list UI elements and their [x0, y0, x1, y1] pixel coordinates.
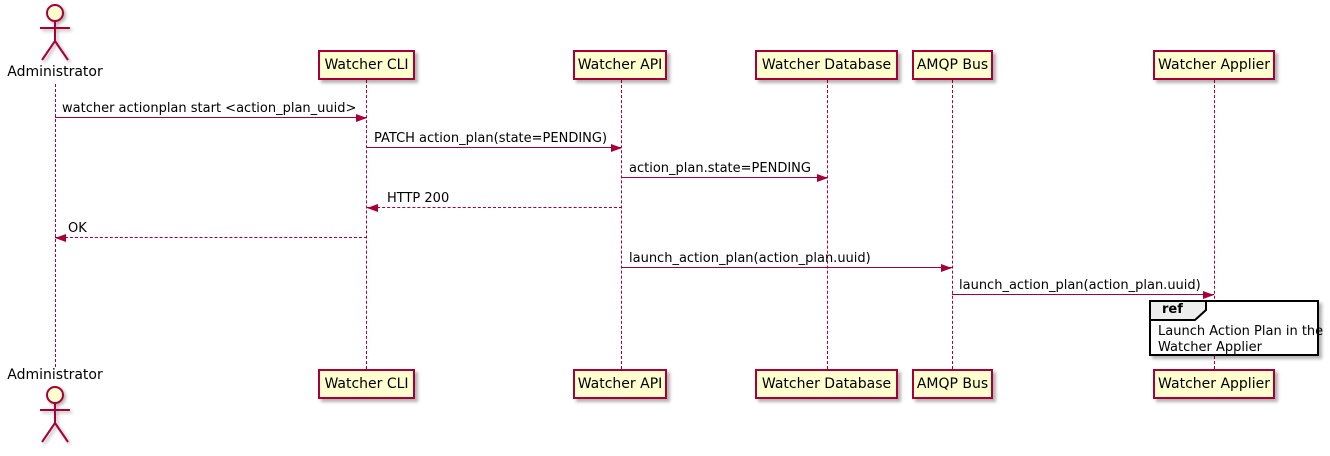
participant-label: AMQP Bus — [916, 376, 989, 392]
message-line — [622, 177, 828, 178]
ref-text-line1: Launch Action Plan in the — [1158, 324, 1324, 339]
participant-watcher-api-bottom: Watcher API — [573, 369, 667, 399]
participant-label: Watcher API — [577, 57, 663, 73]
participant-label: Watcher CLI — [324, 376, 409, 392]
ref-fragment: ref Launch Action Plan in the Watcher Ap… — [1149, 300, 1323, 356]
lifeline-amqp-bus — [952, 80, 953, 369]
message-label: HTTP 200 — [387, 191, 450, 206]
message-line — [367, 147, 622, 148]
message-line — [55, 117, 367, 118]
participant-amqp-bus-bottom: AMQP Bus — [912, 369, 993, 399]
participant-label: Watcher Database — [761, 57, 892, 73]
ref-text-line2: Watcher Applier — [1158, 340, 1262, 355]
lifeline-watcher-applier — [1214, 80, 1215, 369]
participant-watcher-database-bottom: Watcher Database — [755, 369, 898, 399]
participant-label: Watcher Database — [761, 376, 892, 392]
actor-icon — [40, 386, 70, 443]
message-label: action_plan.state=PENDING — [629, 161, 811, 176]
participant-watcher-api-top: Watcher API — [573, 50, 667, 80]
participant-watcher-applier-top: Watcher Applier — [1153, 50, 1275, 80]
message-label: PATCH action_plan(state=PENDING) — [374, 131, 608, 146]
message-line — [622, 267, 952, 268]
arrowhead-icon — [817, 174, 828, 182]
message-ok: OK — [55, 219, 367, 242]
message-patch-action-plan: PATCH action_plan(state=PENDING) — [367, 129, 622, 152]
lifeline-watcher-database — [827, 80, 828, 369]
message-label: watcher actionplan start <action_plan_uu… — [62, 101, 357, 116]
lifeline-watcher-cli — [366, 80, 367, 369]
arrowhead-icon — [611, 144, 622, 152]
participant-amqp-bus-top: AMQP Bus — [912, 50, 993, 80]
message-label: launch_action_plan(action_plan.uuid) — [629, 251, 871, 266]
ref-text: Launch Action Plan in the Watcher Applie… — [1158, 324, 1323, 356]
participant-watcher-cli-bottom: Watcher CLI — [318, 369, 415, 399]
arrowhead-icon — [55, 234, 66, 242]
actor-administrator-bottom: Administrator — [0, 367, 110, 447]
actor-label: Administrator — [7, 64, 103, 80]
participant-label: Watcher CLI — [324, 57, 409, 73]
arrowhead-icon — [941, 264, 952, 272]
actor-icon — [40, 4, 70, 61]
participant-watcher-applier-bottom: Watcher Applier — [1153, 369, 1275, 399]
message-line — [367, 207, 622, 208]
arrowhead-icon — [356, 114, 367, 122]
participant-label: Watcher Applier — [1158, 57, 1270, 73]
arrowhead-icon — [1203, 291, 1214, 299]
message-state-pending: action_plan.state=PENDING — [622, 159, 828, 182]
participant-label: AMQP Bus — [916, 57, 989, 73]
message-actionplan-start: watcher actionplan start <action_plan_uu… — [55, 99, 367, 122]
message-label: OK — [68, 221, 87, 236]
ref-tab-shape — [1149, 300, 1207, 321]
message-launch-action-plan-amqp: launch_action_plan(action_plan.uuid) — [622, 249, 952, 272]
actor-administrator-top: Administrator — [0, 3, 110, 80]
message-http-200: HTTP 200 — [367, 189, 622, 212]
participant-label: Watcher API — [577, 376, 663, 392]
lifeline-administrator — [55, 84, 56, 367]
message-launch-action-plan-applier: launch_action_plan(action_plan.uuid) — [952, 276, 1214, 299]
lifeline-watcher-api — [621, 80, 622, 369]
message-label: launch_action_plan(action_plan.uuid) — [959, 278, 1201, 293]
message-line — [952, 294, 1214, 295]
actor-label: Administrator — [7, 367, 103, 383]
participant-watcher-database-top: Watcher Database — [755, 50, 898, 80]
participant-watcher-cli-top: Watcher CLI — [318, 50, 415, 80]
participant-label: Watcher Applier — [1158, 376, 1270, 392]
ref-keyword: ref — [1162, 302, 1183, 317]
message-line — [55, 237, 367, 238]
arrowhead-icon — [367, 204, 378, 212]
